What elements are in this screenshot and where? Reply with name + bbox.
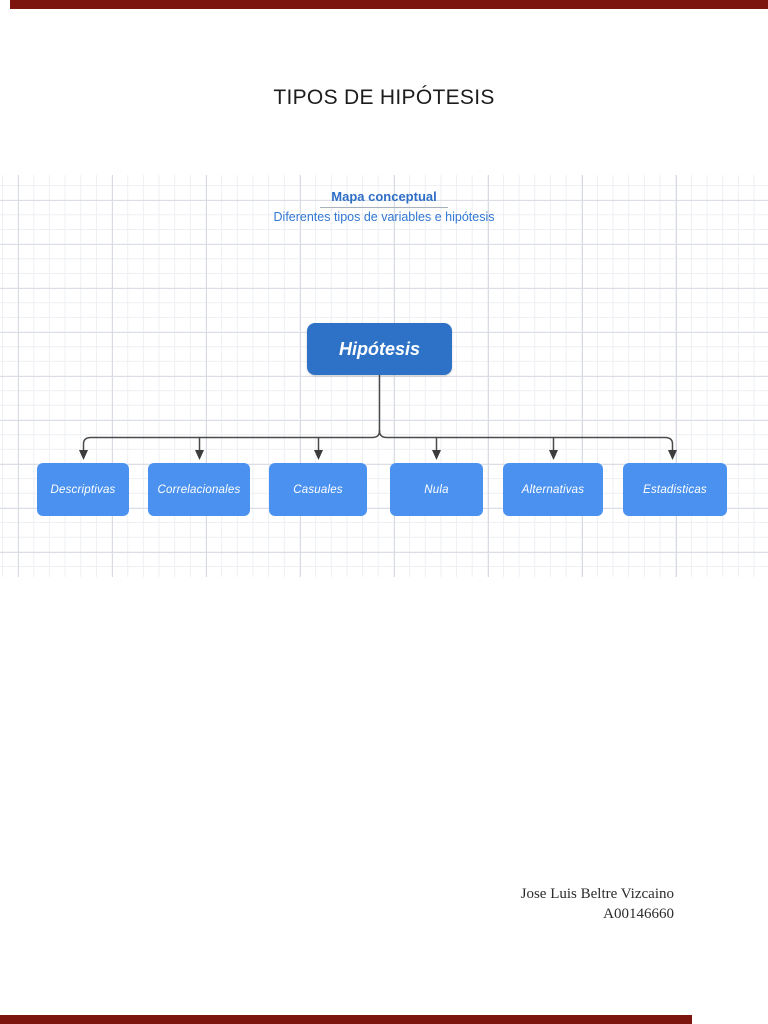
concept-map-heading: Mapa conceptual bbox=[0, 189, 768, 208]
adjacent-page-edge-top bbox=[10, 0, 768, 9]
node-descriptivas: Descriptivas bbox=[37, 463, 129, 516]
node-estadisticas: Estadisticas bbox=[623, 463, 727, 516]
adjacent-page-edge-bottom bbox=[0, 1015, 692, 1024]
node-nula: Nula bbox=[390, 463, 483, 516]
author-name: Jose Luis Beltre Vizcaino bbox=[520, 886, 674, 902]
node-casuales: Casuales bbox=[269, 463, 367, 516]
node-hipotesis: Hipótesis bbox=[307, 323, 452, 375]
node-correlacionales: Correlacionales bbox=[148, 463, 250, 516]
node-alternativas: Alternativas bbox=[503, 463, 603, 516]
concept-map-subheading: Diferentes tipos de variables e hipótesi… bbox=[273, 210, 495, 224]
author-credits: Jose Luis Beltre Vizcaino A00146660 bbox=[521, 884, 674, 924]
concept-map-heading-text: Mapa conceptual bbox=[320, 189, 448, 208]
graph-paper-background bbox=[0, 175, 768, 577]
author-id: A00146660 bbox=[603, 906, 674, 922]
page-title: TIPOS DE HIPÓTESIS bbox=[273, 86, 495, 109]
